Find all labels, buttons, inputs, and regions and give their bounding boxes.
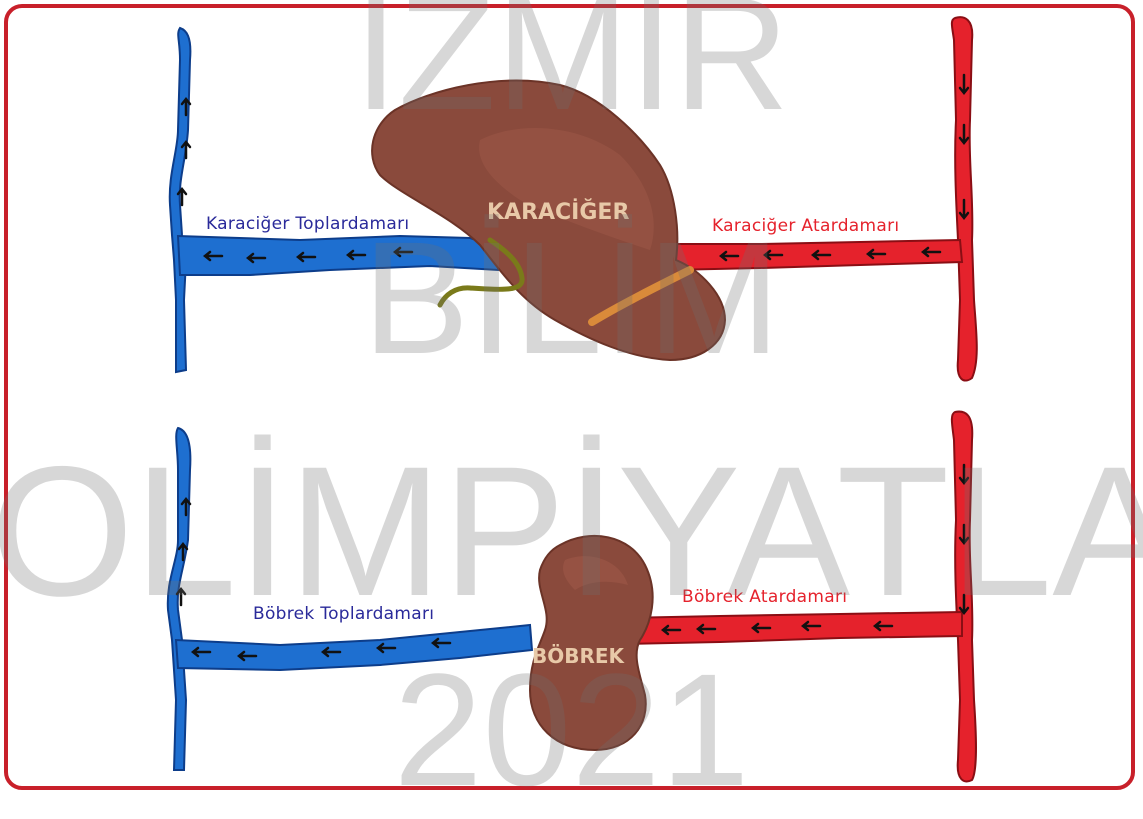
liver-vein-label: Karaciğer Toplardamarı [206,214,409,234]
liver-label: KARACİĞER [487,200,629,225]
circulation-diagram [0,0,1143,798]
kidney-artery-arrows [663,465,968,634]
kidney-artery-label: Böbrek Atardamarı [682,587,847,607]
kidney-label: BÖBREK [532,644,624,668]
liver-artery-label: Karaciğer Atardamarı [712,216,899,236]
liver-vein-horizontal [178,236,500,275]
kidney-vein-vertical [168,428,191,770]
liver-vein-vertical [170,28,191,372]
kidney-vein-arrows [177,499,450,660]
kidney-vein-label: Böbrek Toplardamarı [253,604,434,624]
kidney-artery-horizontal [620,612,962,644]
kidney-vein-horizontal [176,625,532,670]
